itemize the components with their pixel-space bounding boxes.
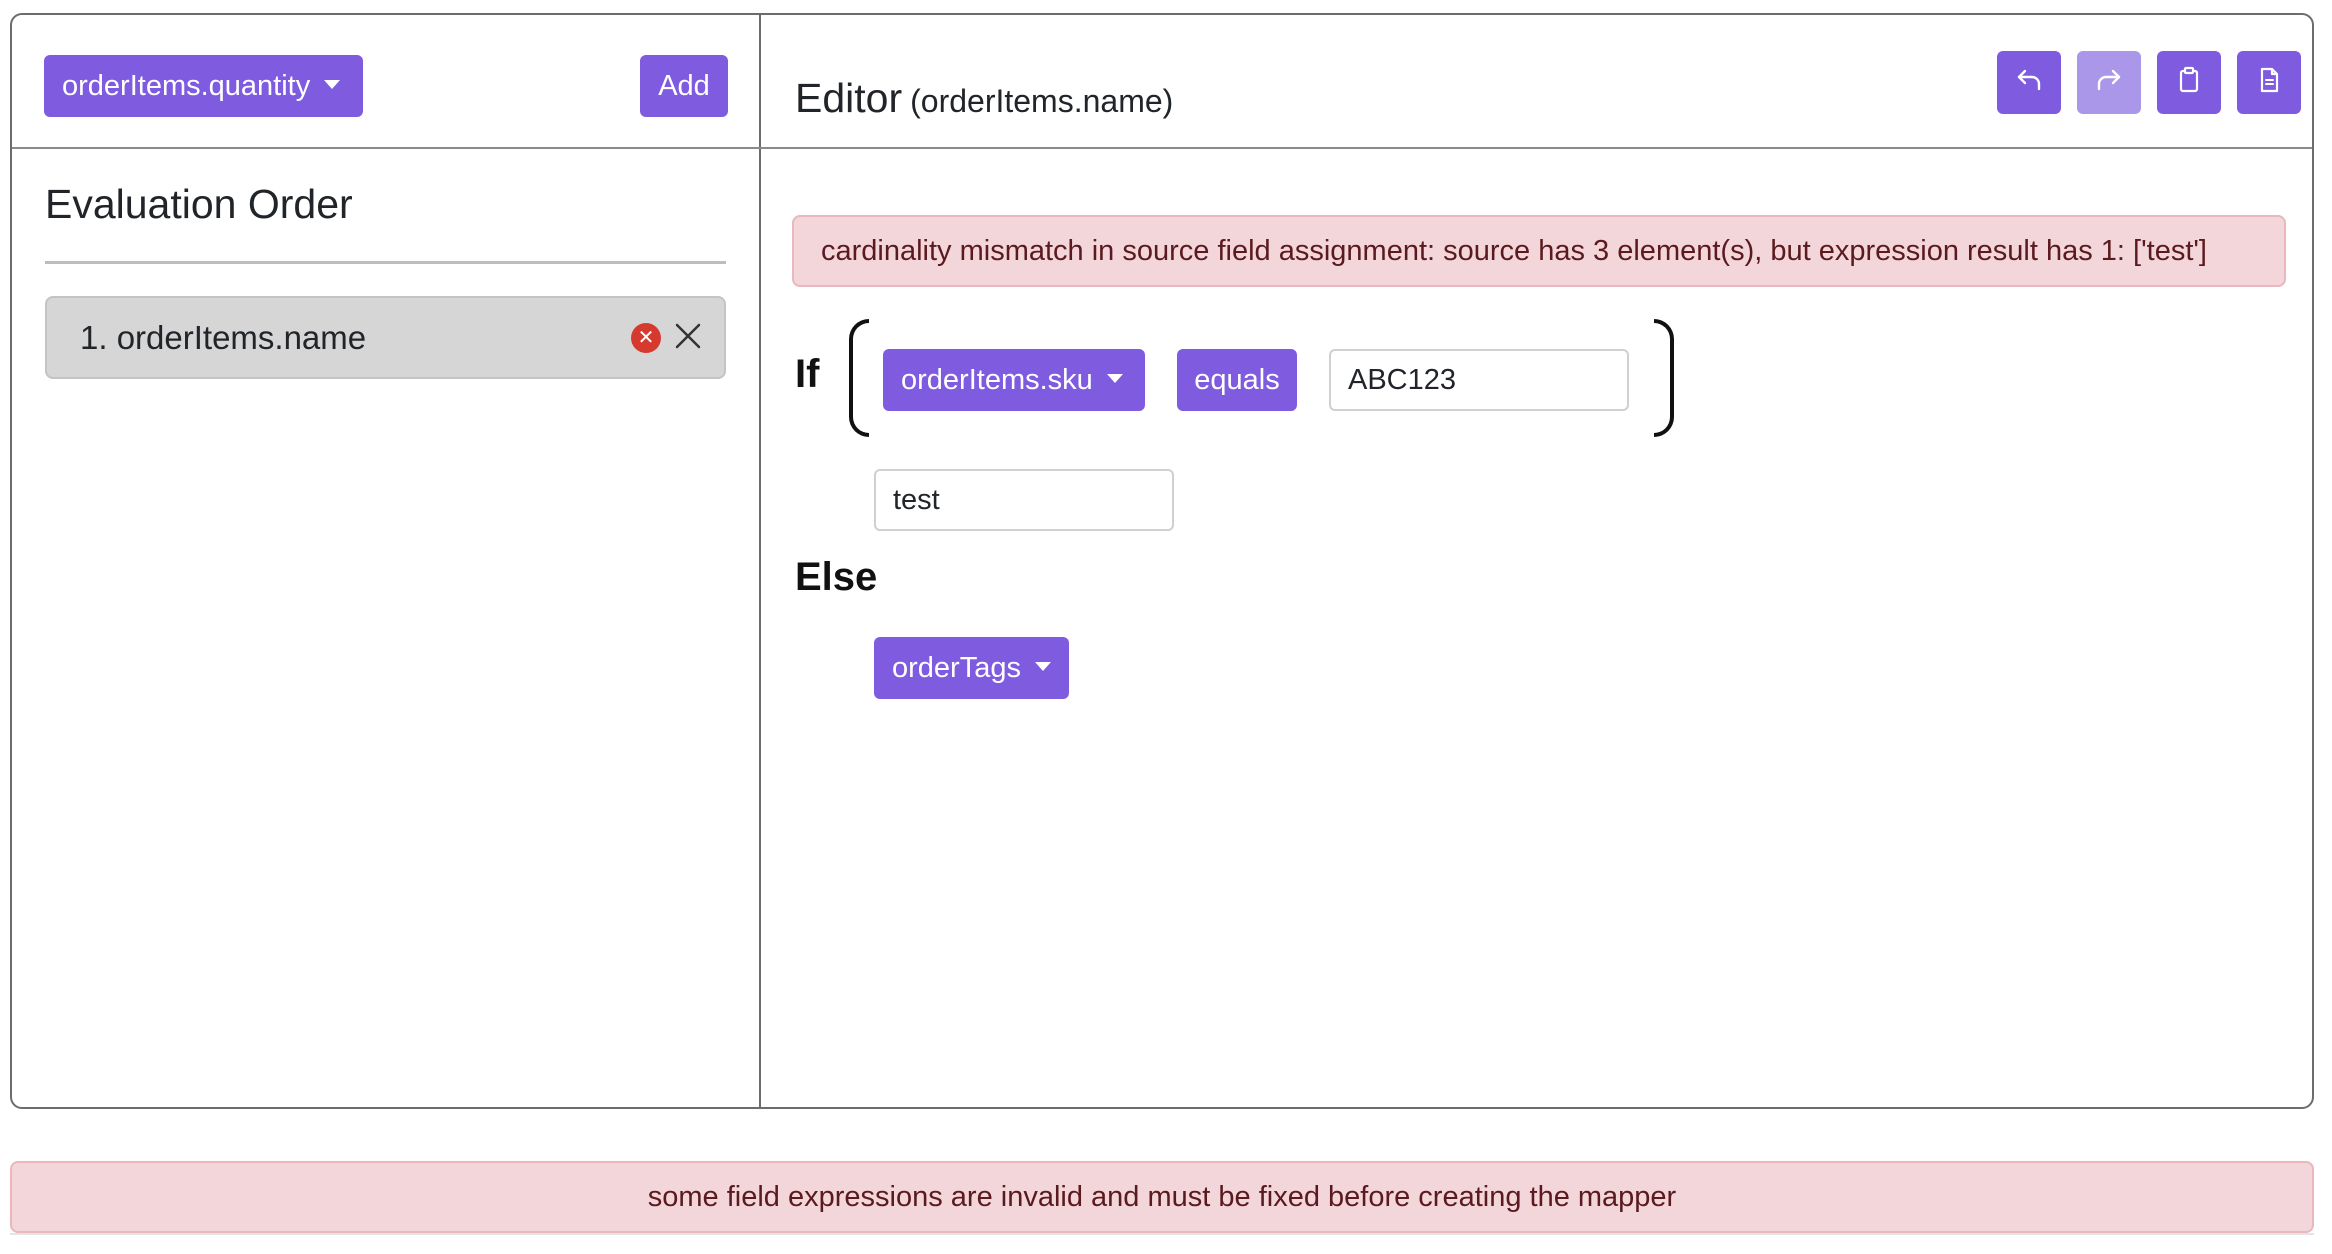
redo-button[interactable] bbox=[2077, 51, 2141, 114]
column-divider bbox=[759, 15, 761, 1107]
condition-close-paren bbox=[1654, 319, 1674, 437]
condition-value-text: ABC123 bbox=[1348, 363, 1457, 396]
condition-open-paren bbox=[849, 319, 869, 437]
condition-field-dropdown[interactable]: orderItems.sku bbox=[883, 349, 1145, 411]
mapper-error-alert: some field expressions are invalid and m… bbox=[10, 1161, 2314, 1233]
mapper-panel: orderItems.quantity Add Evaluation Order… bbox=[10, 13, 2314, 1109]
document-icon bbox=[2254, 65, 2284, 100]
operator-label: equals bbox=[1194, 363, 1280, 396]
error-icon: ✕ bbox=[631, 323, 661, 353]
then-value-text: test bbox=[893, 483, 940, 516]
header-divider bbox=[12, 147, 2312, 149]
document-button[interactable] bbox=[2237, 51, 2301, 114]
expression-error-alert: cardinality mismatch in source field ass… bbox=[792, 215, 2286, 287]
undo-button[interactable] bbox=[1997, 51, 2061, 114]
operator-button[interactable]: equals bbox=[1177, 349, 1297, 411]
else-field-dropdown[interactable]: orderTags bbox=[874, 637, 1069, 699]
else-keyword: Else bbox=[795, 555, 878, 599]
else-field-label: orderTags bbox=[892, 651, 1021, 684]
chevron-down-icon bbox=[324, 79, 341, 89]
field-select-label: orderItems.quantity bbox=[62, 69, 311, 102]
editor-title: Editor(orderItems.name) bbox=[795, 75, 1173, 122]
condition-field-label: orderItems.sku bbox=[901, 363, 1093, 396]
mapper-error-text: some field expressions are invalid and m… bbox=[647, 1180, 1677, 1213]
field-select-dropdown[interactable]: orderItems.quantity bbox=[44, 55, 363, 117]
add-button-label: Add bbox=[658, 69, 710, 102]
undo-icon bbox=[2014, 65, 2044, 100]
expression-error-text: cardinality mismatch in source field ass… bbox=[821, 234, 2207, 267]
condition-value-input[interactable]: ABC123 bbox=[1329, 349, 1629, 411]
editor-field-name: (orderItems.name) bbox=[910, 83, 1174, 119]
evaluation-order-item-label: 1. orderItems.name bbox=[80, 318, 367, 356]
clipboard-button[interactable] bbox=[2157, 51, 2221, 114]
clipboard-icon bbox=[2174, 65, 2204, 100]
page-bottom-divider bbox=[10, 1233, 2314, 1235]
then-value-input[interactable]: test bbox=[874, 469, 1174, 531]
if-keyword: If bbox=[795, 352, 820, 396]
add-button[interactable]: Add bbox=[640, 55, 728, 117]
evaluation-order-title: Evaluation Order bbox=[45, 181, 353, 227]
section-divider bbox=[45, 261, 726, 264]
remove-icon[interactable] bbox=[668, 316, 708, 356]
editor-title-label: Editor bbox=[795, 75, 903, 121]
chevron-down-icon bbox=[1034, 661, 1051, 671]
chevron-down-icon bbox=[1106, 373, 1123, 383]
redo-icon bbox=[2094, 65, 2124, 100]
evaluation-order-item[interactable]: 1. orderItems.name ✕ bbox=[45, 296, 726, 379]
